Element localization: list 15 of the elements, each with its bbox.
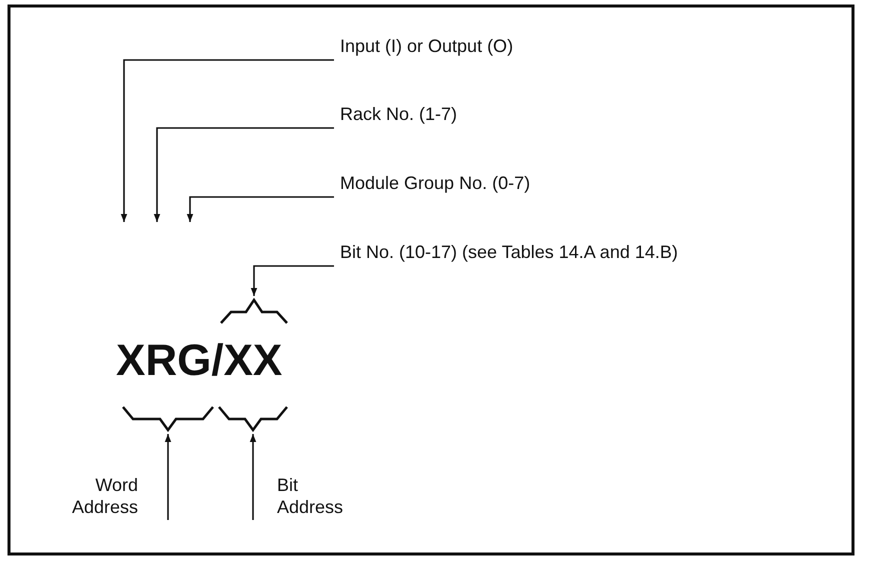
leader-label: Word Address: [50, 474, 168, 530]
brace-mark: [218, 404, 288, 434]
leader-arrow: [250, 265, 334, 296]
leader-arrow: [120, 59, 334, 222]
leader-label: Bit No. (10-17) (see Tables 14.A and 14.B): [340, 241, 840, 269]
leader-label: Module Group No. (0-7): [340, 172, 780, 200]
leader-label: Rack No. (1-7): [340, 103, 780, 131]
address-format-text: XRG/XX: [116, 336, 282, 386]
leader-arrow: [154, 127, 334, 222]
leader-label: Bit Address: [253, 474, 363, 530]
leader-arrow: [250, 434, 256, 520]
leader-arrow: [164, 434, 172, 520]
brace-mark: [122, 404, 214, 434]
leader-arrow: [186, 196, 334, 222]
leader-label: Input (I) or Output (O): [340, 35, 780, 63]
